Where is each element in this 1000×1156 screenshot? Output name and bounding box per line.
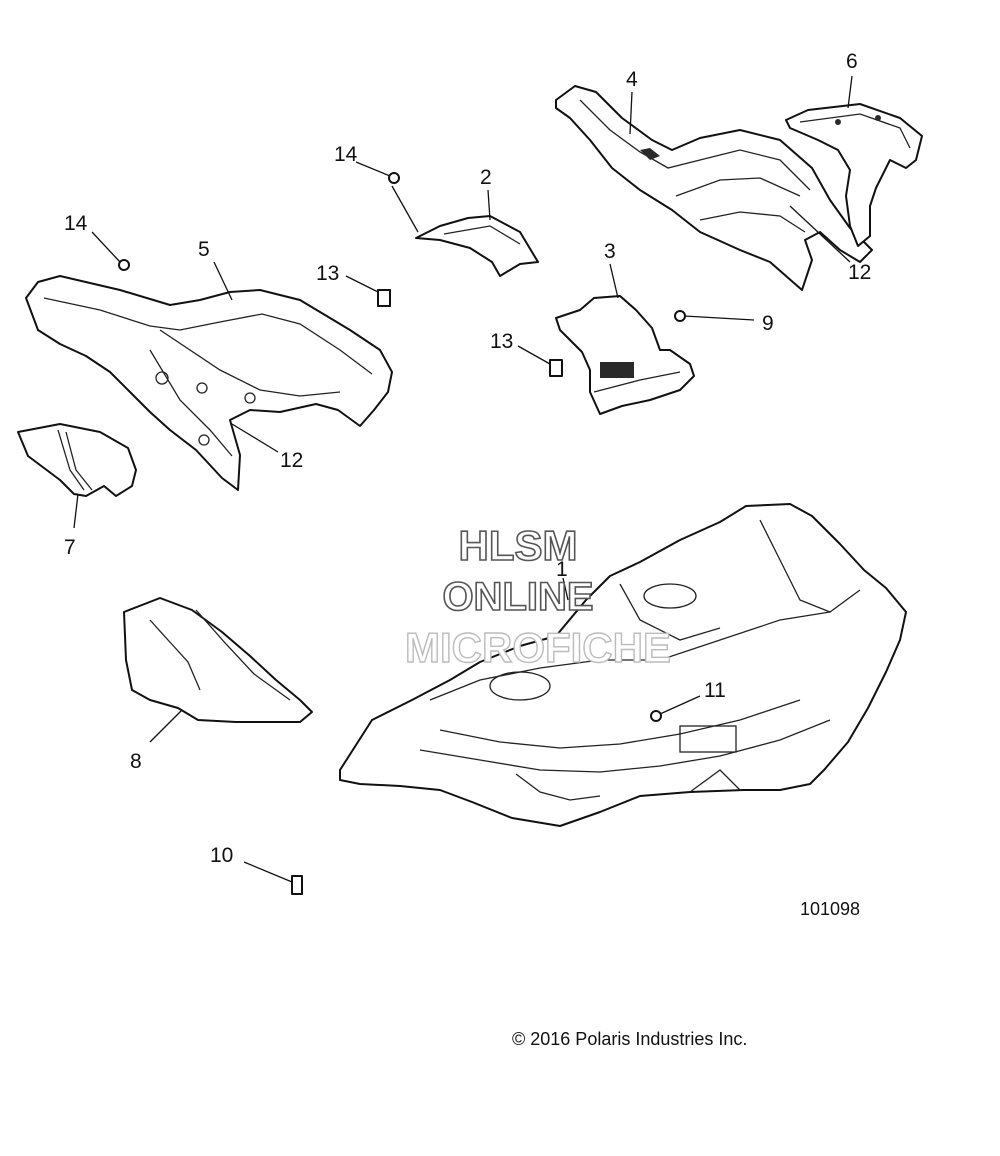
leader-lines (73, 75, 853, 883)
diagram-number: 101098 (800, 899, 860, 919)
callout-14-left: 14 (64, 212, 88, 235)
callout-13-left: 13 (316, 262, 339, 285)
fasteners (118, 172, 686, 895)
watermark-line-2: ONLINE (442, 575, 593, 619)
callout-labels: 1 2 3 4 5 6 7 8 9 10 11 12 12 13 13 14 1… (64, 50, 871, 867)
bolt-10 (291, 875, 303, 895)
callout-1: 1 (556, 558, 568, 581)
watermark-line-3: MICROFICHE (405, 624, 671, 671)
rivet-11 (650, 710, 662, 722)
callout-7: 7 (64, 536, 76, 559)
callout-11: 11 (704, 679, 726, 702)
callout-8: 8 (130, 750, 142, 773)
clip-13-left (377, 289, 391, 307)
callout-13-right: 13 (490, 330, 513, 353)
callout-10: 10 (210, 844, 233, 867)
part-5-front-cover (25, 275, 393, 491)
watermark: HLSM ONLINE MICROFICHE (404, 521, 671, 672)
part-4-rear-cover (555, 85, 873, 291)
callout-2: 2 (480, 166, 492, 189)
part-6-rear-flare (785, 103, 923, 247)
part-8-side-panel (123, 597, 313, 723)
callout-4: 4 (626, 68, 638, 91)
callout-12-right: 12 (848, 261, 871, 284)
push-rivet-14-left (118, 259, 130, 271)
callout-9: 9 (762, 312, 774, 335)
callout-12-left: 12 (280, 449, 303, 472)
push-rivet-14-right (388, 172, 400, 184)
callout-3: 3 (604, 240, 616, 263)
clip-13-right (549, 359, 563, 377)
copyright-notice: © 2016 Polaris Industries Inc. (512, 1029, 747, 1049)
callout-5: 5 (198, 238, 210, 261)
rivet-9 (674, 310, 686, 322)
callout-6: 6 (846, 50, 858, 73)
callout-14-right: 14 (334, 143, 358, 166)
part-3-console-cover (555, 295, 695, 415)
part-1-main-body (339, 503, 907, 827)
part-7-front-flare (17, 423, 137, 497)
part-2-cover-plate (415, 215, 539, 277)
watermark-line-1: HLSM (459, 522, 578, 569)
